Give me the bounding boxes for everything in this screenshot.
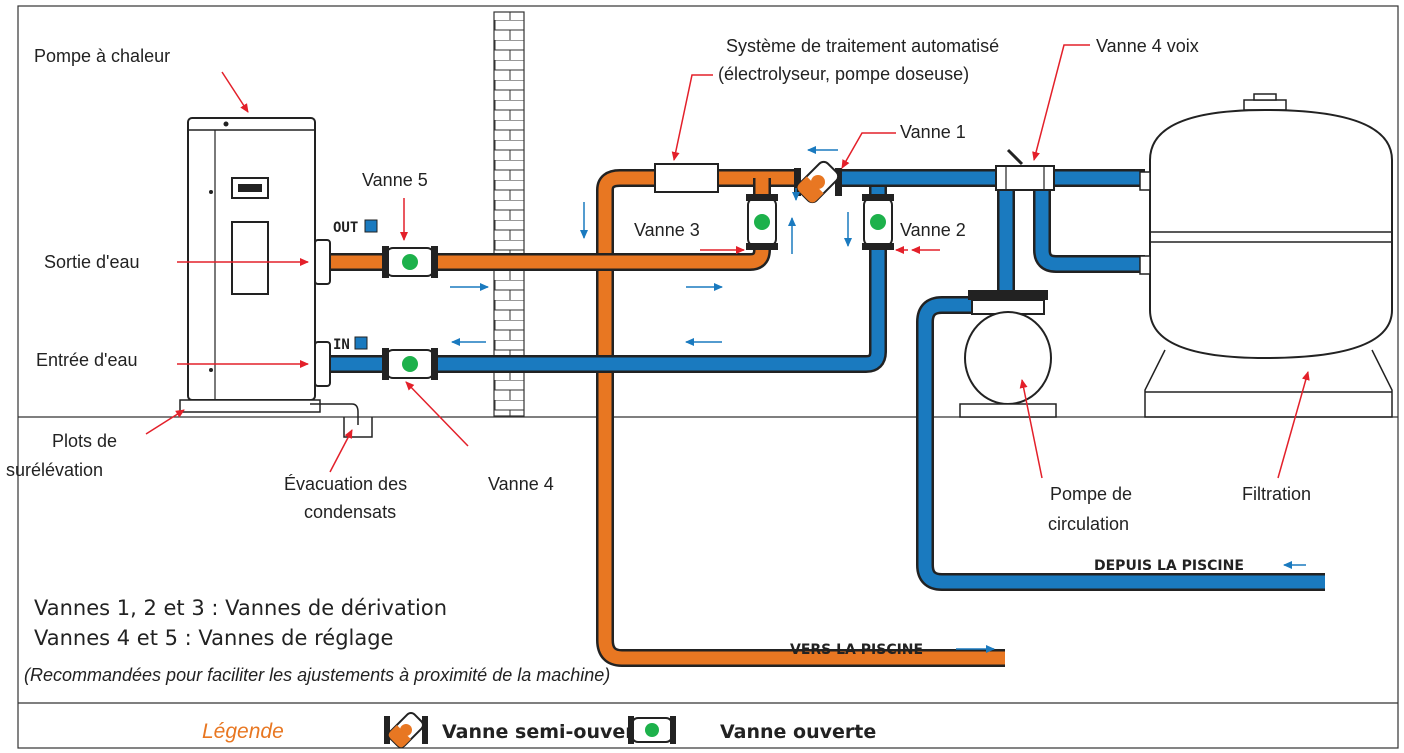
label-from-pool: DEPUIS LA PISCINE [1094,558,1244,574]
valve-1 [794,160,842,204]
label-valve3: Vanne 3 [634,220,700,240]
treatment-system [654,163,719,193]
label-treatment-line2: (électrolyseur, pompe doseuse) [718,64,969,84]
label-heat-pump: Pompe à chaleur [34,46,170,66]
diagram-frame [17,5,1399,749]
valve-2 [862,194,894,250]
label-filtration: Filtration [1242,484,1311,504]
label-valve1: Vanne 1 [900,122,966,142]
note-bypass-valves: Vannes 1, 2 et 3 : Vannes de dérivation [34,596,447,620]
label-pump-line2: circulation [1048,514,1129,534]
filter-tank [1139,93,1393,418]
legend-title: Légende [202,720,284,743]
pipe-4way-filter [1033,180,1145,273]
note-adjust-valves: Vannes 4 et 5 : Vannes de réglage [34,626,393,650]
label-condensate-line2: condensats [304,502,396,522]
port-out-icon [364,219,378,233]
legend-open-icon [628,716,676,744]
condensate-drain [310,403,359,425]
valve-3 [746,194,778,250]
valve-5 [382,246,438,278]
valve-4 [382,348,438,380]
label-feet-line1: Plots de [52,431,117,451]
label-water-in: Entrée d'eau [36,350,138,370]
port-in-label: IN [333,337,350,353]
note-recommendation: (Recommandées pour faciliter les ajustem… [24,665,610,685]
brick-wall [493,11,525,417]
label-condensate-line1: Évacuation des [284,474,407,494]
label-valve2: Vanne 2 [900,220,966,240]
callouts [145,44,1310,479]
label-valve5: Vanne 5 [362,170,428,190]
port-out-label: OUT [333,220,358,236]
label-water-out: Sortie d'eau [44,252,140,272]
label-valve4: Vanne 4 [488,474,554,494]
legend-half-open-label: Vanne semi-ouverte [442,721,657,743]
heat-pump [179,117,331,413]
legend-half-open-icon [384,711,428,749]
label-to-pool: VERS LA PISCINE [790,642,923,658]
port-in-icon [354,336,368,350]
legend-open-label: Vanne ouverte [720,721,876,743]
label-treatment-line1: Système de traitement automatisé [726,36,999,56]
flow-arrows [450,146,1306,653]
label-pump-line1: Pompe de [1050,484,1132,504]
label-feet-line2: surélévation [6,460,103,480]
label-four-way-valve: Vanne 4 voix [1096,36,1199,56]
four-way-valve [995,148,1055,191]
circulation-pump [959,290,1057,418]
